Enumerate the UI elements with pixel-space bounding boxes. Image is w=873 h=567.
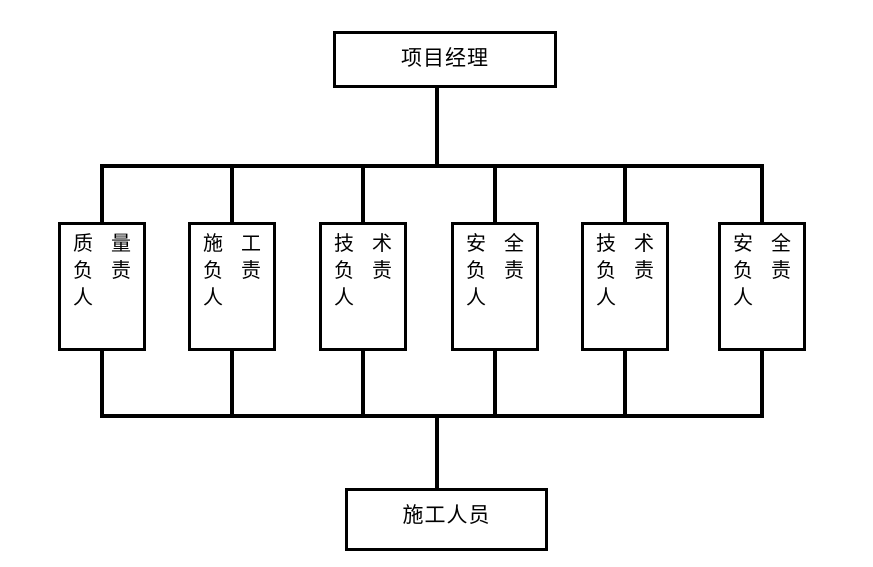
node-quality-manager[interactable]: 质量负责人 [58, 222, 146, 351]
node-project-manager[interactable]: 项目经理 [333, 31, 557, 88]
node-label-technical-manager-2: 技术负责人 [596, 233, 654, 309]
connector-lower-drop-6 [760, 351, 764, 416]
node-label-project-manager: 项目经理 [401, 46, 489, 70]
node-label-construction-manager: 施工负责人 [203, 233, 261, 309]
connector-upper-drop-1 [100, 164, 104, 222]
connector-upper-drop-2 [230, 164, 234, 222]
connector-lower-drop-2 [230, 351, 234, 416]
connector-lower-drop-4 [493, 351, 497, 416]
connector-bottom-stem [435, 414, 439, 490]
node-safety-manager-2[interactable]: 安全负责人 [718, 222, 806, 351]
connector-upper-drop-4 [493, 164, 497, 222]
connector-upper-drop-6 [760, 164, 764, 222]
connector-upper-drop-3 [361, 164, 365, 222]
node-construction-personnel[interactable]: 施工人员 [345, 488, 548, 551]
connector-lower-drop-3 [361, 351, 365, 416]
node-construction-manager[interactable]: 施工负责人 [188, 222, 276, 351]
connector-lower-drop-5 [623, 351, 627, 416]
node-technical-manager-2[interactable]: 技术负责人 [581, 222, 669, 351]
node-label-safety-manager: 安全负责人 [466, 233, 524, 309]
node-label-construction-personnel: 施工人员 [402, 503, 491, 527]
connector-lower-bus [100, 414, 764, 418]
connector-upper-bus [100, 164, 764, 168]
connector-lower-drop-1 [100, 351, 104, 416]
connector-upper-drop-5 [623, 164, 627, 222]
connector-top-stem [435, 88, 439, 168]
node-label-safety-manager-2: 安全负责人 [733, 233, 791, 309]
node-label-quality-manager: 质量负责人 [73, 233, 131, 309]
node-technical-manager[interactable]: 技术负责人 [319, 222, 407, 351]
node-label-technical-manager: 技术负责人 [334, 233, 392, 309]
node-safety-manager[interactable]: 安全负责人 [451, 222, 539, 351]
